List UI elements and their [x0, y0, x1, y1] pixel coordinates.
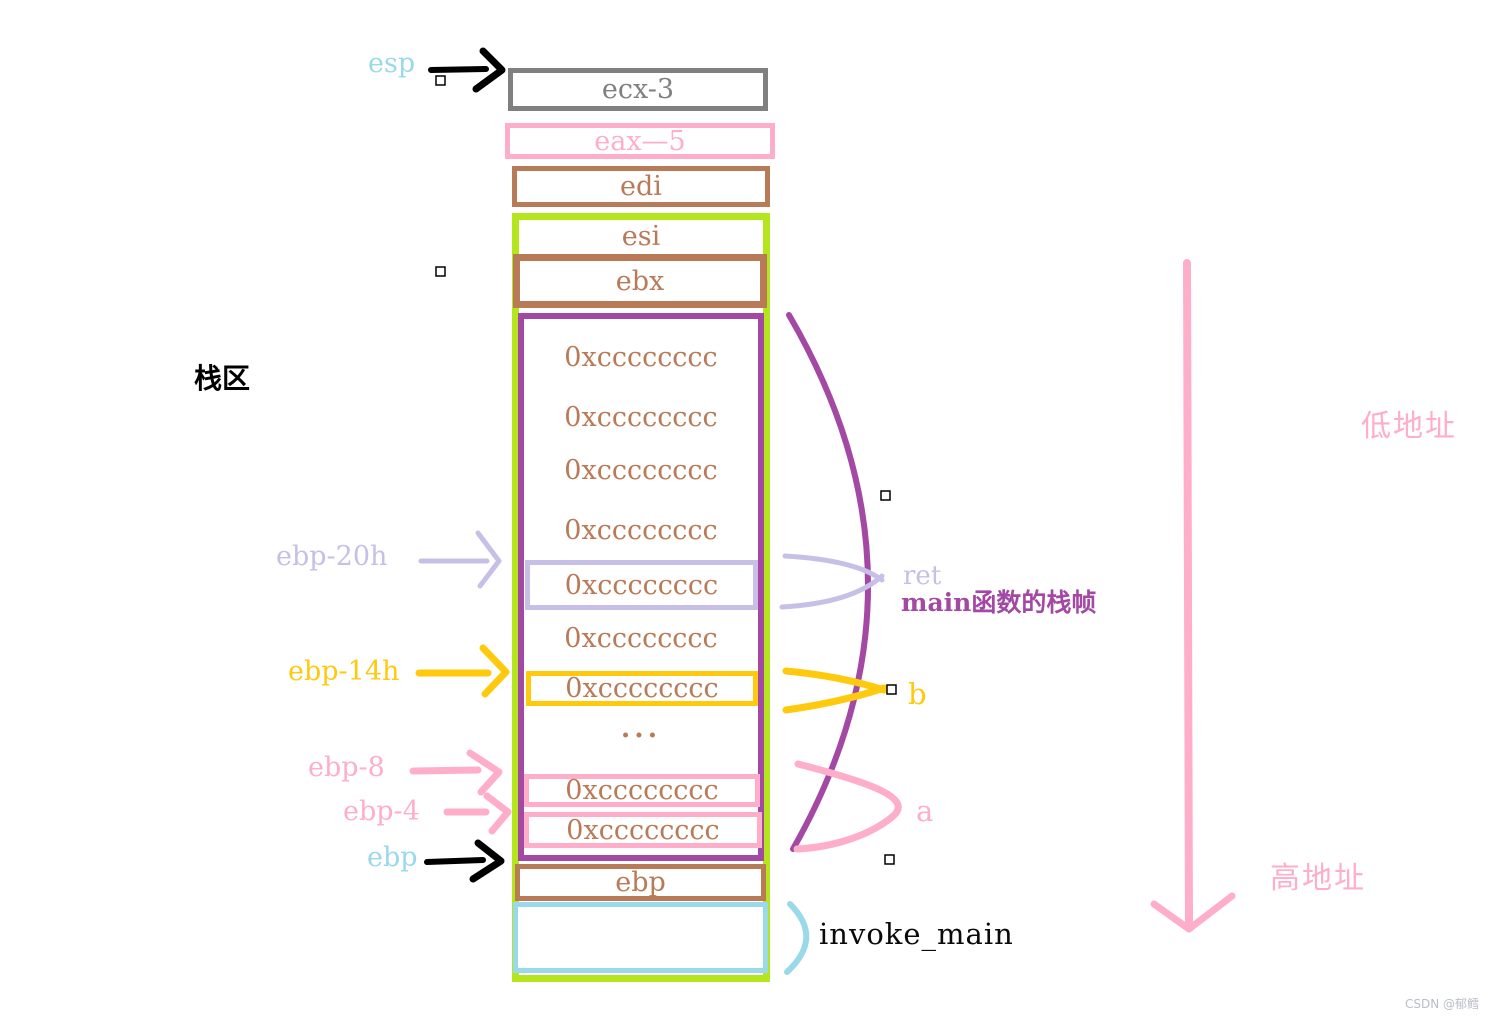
esi-value: esi: [621, 220, 661, 252]
ebp-20h-label: ebp-20h: [276, 541, 388, 572]
frame-row: 0xcccccccc: [564, 341, 718, 373]
main-frame-label: main函数的栈帧: [901, 588, 1097, 617]
ebp-8-label: ebp-8: [308, 752, 385, 783]
ebp-4-arrow-icon: [443, 792, 512, 835]
main-stack-frame-box: 0xcccccccc 0xcccccccc 0xcccccccc 0xccccc…: [518, 313, 764, 861]
invoke-main-cell: [513, 902, 768, 973]
frame-row-ebp-8-highlight: 0xcccccccc: [524, 774, 760, 807]
invoke-main-brace-icon: [784, 901, 810, 975]
frame-row: 0xcccccccc: [564, 454, 718, 486]
ebp-8-arrow-icon: [409, 749, 503, 796]
frame-row-ebp-20h-highlight: 0xcccccccc: [525, 560, 758, 610]
frame-row: 0xcccccccc: [564, 401, 718, 433]
variable-b-label: b: [908, 677, 927, 711]
ebp-14h-arrow-icon: [415, 644, 510, 698]
ebp-14h-label: ebp-14h: [288, 656, 400, 687]
stack-cell-ecx: ecx-3: [508, 68, 768, 111]
stack-cell-edi: edi: [512, 166, 770, 207]
invoke-main-label: invoke_main: [819, 917, 1014, 951]
edi-value: edi: [620, 171, 662, 202]
green-stack-frame-outline: [512, 213, 770, 982]
stack-cell-ebx: ebx: [513, 254, 767, 308]
low-address-label: 低地址: [1361, 409, 1457, 444]
main-frame-arc: [786, 312, 871, 852]
b-brace-icon: [782, 667, 888, 714]
stack-cell-eax: eax—5: [505, 123, 775, 159]
stack-cell-esi: esi: [512, 219, 770, 253]
ecx-value: ecx-3: [601, 74, 675, 105]
ret-label: ret: [903, 561, 942, 591]
a-brace-icon: [793, 760, 902, 853]
frame-row: 0xcccccccc: [564, 622, 718, 654]
ebp-20h-arrow-icon: [418, 530, 502, 589]
frame-row-ellipsis: ...: [620, 712, 662, 744]
eax-value: eax—5: [594, 125, 686, 157]
high-address-label: 高地址: [1270, 861, 1366, 896]
address-direction-arrow-icon: [1150, 259, 1236, 933]
ret-brace-icon: [779, 553, 885, 610]
ebx-value: ebx: [615, 265, 665, 297]
stack-area-label: 栈区: [194, 362, 251, 395]
frame-row-ebp-4-highlight: 0xcccccccc: [524, 812, 762, 848]
ebp-label: ebp: [367, 842, 418, 873]
ebp-value: ebp: [615, 867, 666, 898]
ebp-arrow-icon: [424, 839, 505, 883]
csdn-watermark: CSDN @郁鳕: [1404, 997, 1479, 1011]
variable-a-label: a: [916, 794, 934, 828]
stack-cell-ebp: ebp: [515, 864, 766, 901]
frame-row-ebp-14h-highlight: 0xcccccccc: [526, 671, 758, 706]
ebp-4-label: ebp-4: [343, 796, 420, 827]
esp-arrow-icon: [428, 47, 506, 93]
frame-row: 0xcccccccc: [564, 514, 718, 546]
esp-label: esp: [368, 48, 416, 79]
